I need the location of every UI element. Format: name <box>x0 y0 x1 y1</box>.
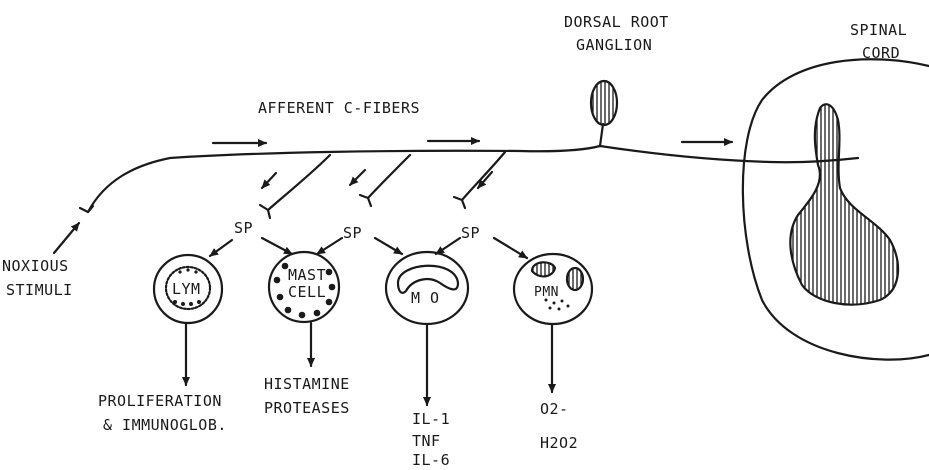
sp-arrow-to-mast-1 <box>262 238 292 254</box>
fiber-branch-2 <box>360 155 410 206</box>
neutrophil-lobe-1 <box>532 262 555 276</box>
spinal-cord-label-line2: CORD <box>862 44 900 63</box>
proliferation-label-line1: PROLIFERATION <box>98 392 222 411</box>
sp-arrow-to-mast-2 <box>317 238 342 254</box>
afferent-c-fibers-label: AFFERENT C-FIBERS <box>258 99 420 118</box>
nerve-terminal-left <box>80 206 93 212</box>
neutrophil-lobe-2 <box>567 268 583 290</box>
sp-arrow-to-mo <box>375 238 402 254</box>
dorsal-root-ganglion <box>591 81 617 125</box>
cytokine-label-il1: IL-1 <box>412 410 450 429</box>
dorsal-root-ganglion-label-line1: DORSAL ROOT <box>564 13 669 32</box>
histamine-label-line2: PROTEASES <box>264 399 350 418</box>
spinal-cord-gray-matter <box>790 104 898 304</box>
sp-arrow-to-lym <box>210 240 232 256</box>
macrophage-label: M O <box>411 289 440 308</box>
lymphocyte-label: LYM <box>172 280 201 299</box>
mast-cell-label-line2: CELL <box>288 283 326 302</box>
sp-arrow-to-pmn <box>494 238 527 258</box>
noxious-stimulus-arrow <box>54 223 79 253</box>
sp-label-1: SP <box>234 219 253 238</box>
spinal-cord-label-line1: SPINAL <box>850 21 907 40</box>
sp-label-3: SP <box>461 224 480 243</box>
proliferation-label-line2: & IMMUNOGLOB. <box>103 416 227 435</box>
antidromic-arrow-1 <box>262 173 276 188</box>
sp-arrow-to-mo-2 <box>436 238 460 254</box>
sp-label-2: SP <box>343 224 362 243</box>
noxious-stimuli-label-line2: STIMULI <box>6 281 73 300</box>
superoxide-label: O2- <box>540 400 569 419</box>
dorsal-root-ganglion-label-line2: GANGLION <box>576 36 652 55</box>
neutrophil-label: PMN <box>534 283 559 302</box>
cytokine-label-tnf: TNF <box>412 432 441 451</box>
histamine-label-line1: HISTAMINE <box>264 375 350 394</box>
cytokine-label-il6: IL-6 <box>412 451 450 470</box>
noxious-stimuli-label-line1: NOXIOUS <box>2 257 69 276</box>
hydrogen-peroxide-label: H2O2 <box>540 434 578 453</box>
dorsal-root-ganglion-stalk <box>600 124 603 146</box>
antidromic-arrow-2 <box>350 170 365 185</box>
fiber-branch-1 <box>260 155 330 218</box>
fiber-branch-3 <box>454 152 505 208</box>
